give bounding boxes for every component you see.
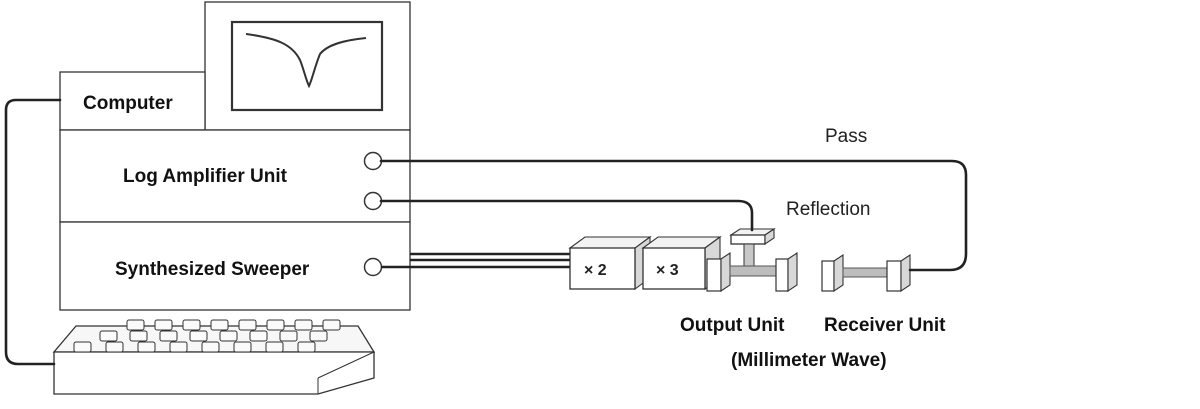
output-unit-label: Output Unit [680,315,785,336]
synthesized-sweeper-unit [59,221,411,311]
sweeper-to-multiplier-cable [381,252,572,269]
reflection-cable [379,199,754,232]
keyboard-keys [73,319,341,353]
sweeper-output-port [363,257,383,277]
horn-feed [706,258,722,292]
reflection-port [363,191,383,211]
reflection-label: Reflection [786,199,871,220]
keyboard-front [53,351,375,395]
keyboard [52,319,376,395]
receiver-unit [821,253,911,293]
receiver-unit-label: Receiver Unit [824,315,946,336]
synthesized-sweeper-label: Synthesized Sweeper [115,259,310,280]
log-amplifier-unit [59,129,411,223]
receiver-waveguide [842,267,888,278]
output-unit [706,227,798,293]
monitor [204,1,411,131]
millimeter-wave-label: (Millimeter Wave) [731,350,887,371]
frequency-doubler: × 2 [568,235,652,291]
pass-label: Pass [825,126,867,147]
pass-port [363,151,383,171]
frequency-tripler: × 3 [641,235,722,291]
resonance-curve [245,33,367,89]
pass-cable [379,159,968,272]
receiver-antenna [821,260,835,292]
computer-keyboard-cable [4,98,62,366]
output-waveguide [729,265,777,277]
instrument-rack: Computer Log Amplifier Unit Synthesized … [59,71,411,311]
doubler-label: × 2 [584,262,607,279]
receiver-detector [886,260,902,292]
tripler-label: × 3 [656,262,679,279]
output-antenna [775,258,789,292]
computer-label: Computer [83,93,173,114]
log-amplifier-label: Log Amplifier Unit [123,166,288,187]
